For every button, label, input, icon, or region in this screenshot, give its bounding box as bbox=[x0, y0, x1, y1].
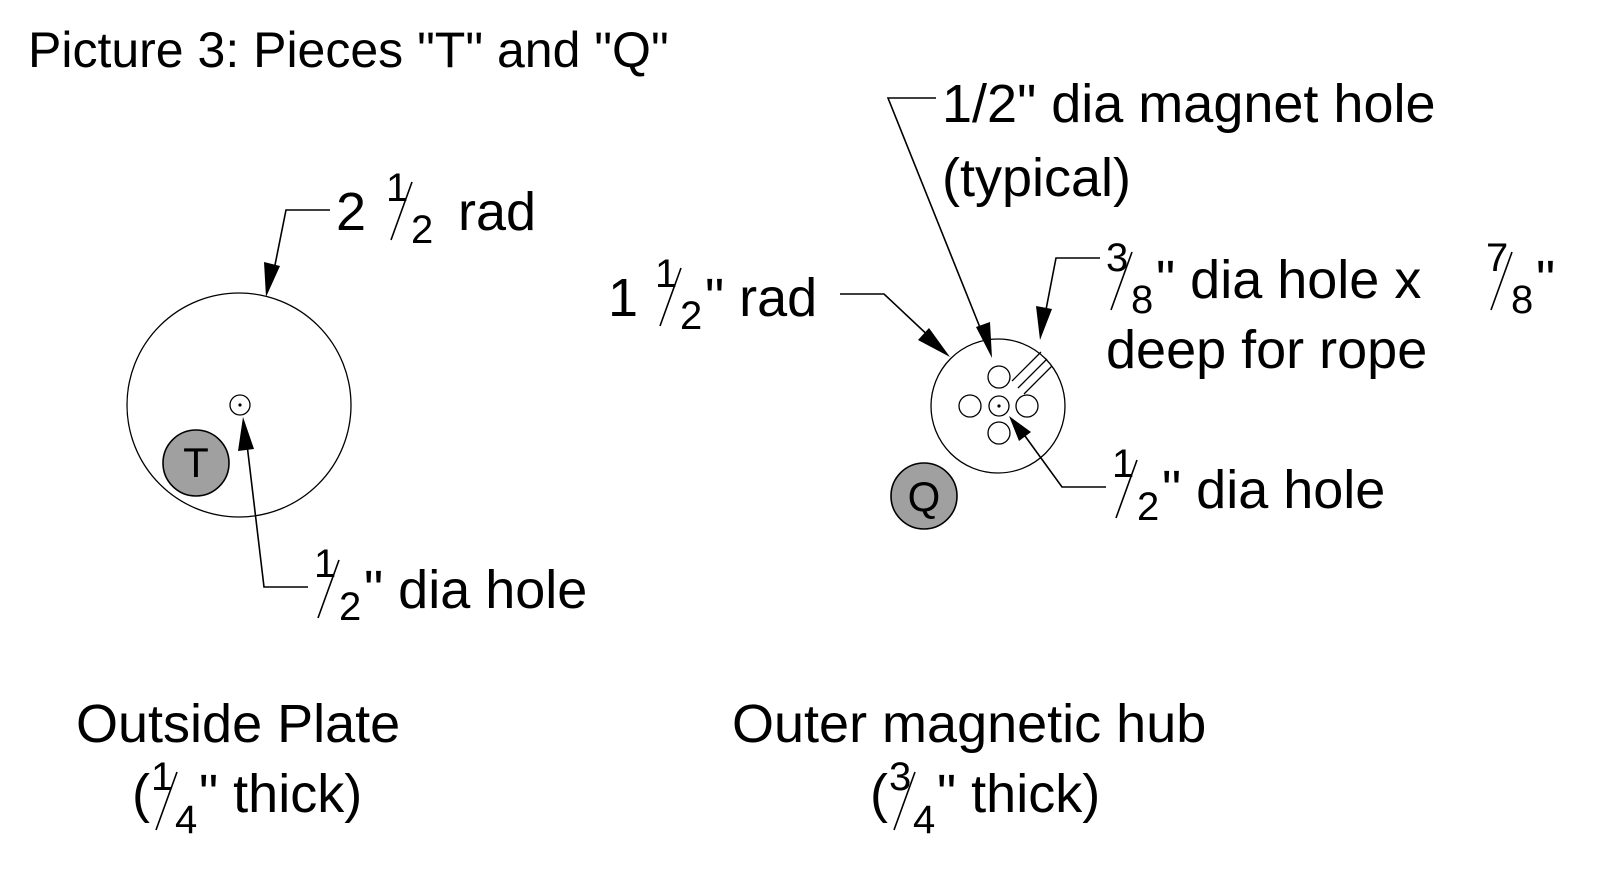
hole-arrowhead-q bbox=[1009, 416, 1031, 441]
hole-leader-t bbox=[238, 417, 308, 588]
hole-suffix-t: " dia hole bbox=[364, 560, 587, 620]
rope-frac2-bar bbox=[1490, 251, 1513, 311]
magnet-label-line1: 1/2" dia magnet hole bbox=[942, 74, 1436, 134]
hole-arrowhead-t bbox=[238, 417, 254, 451]
rope-frac1-bar bbox=[1110, 251, 1133, 311]
piece-q-marker-disc bbox=[890, 462, 958, 530]
radius-whole-q: 1 bbox=[608, 268, 638, 328]
outside-plate-outline bbox=[126, 292, 352, 518]
magnet-leader bbox=[886, 97, 992, 358]
center-mark bbox=[238, 403, 242, 407]
rope-frac1-den: 8 bbox=[1131, 278, 1153, 322]
rope-frac2-den: 8 bbox=[1511, 278, 1533, 322]
rope-end: " bbox=[1536, 250, 1555, 310]
piece-t-marker: T bbox=[162, 429, 230, 497]
radius-frac-num-q: 1 bbox=[655, 252, 677, 296]
radius-leader-q bbox=[840, 293, 950, 357]
rope-hole bbox=[1011, 351, 1053, 395]
hole-suffix-q: " dia hole bbox=[1162, 460, 1385, 520]
thickness-frac-den-q: 4 bbox=[913, 798, 935, 842]
piece-q-marker: Q bbox=[890, 462, 958, 530]
hole-frac-num-q: 1 bbox=[1112, 442, 1134, 486]
piece-t-marker-letter: T bbox=[183, 439, 209, 486]
magnet-hole-bottom bbox=[987, 421, 1011, 445]
magnet-hole-right bbox=[1015, 394, 1039, 418]
rope-frac2-num: 7 bbox=[1486, 236, 1508, 280]
thickness-frac-bar-t bbox=[155, 771, 178, 831]
hole-frac-den-q: 2 bbox=[1137, 485, 1159, 529]
thickness-suffix-t: " thick) bbox=[199, 764, 362, 824]
radius-arrowhead-t bbox=[264, 262, 280, 297]
thickness-label-t: ( 1 4 " thick) bbox=[132, 755, 362, 842]
radius-arrowhead-q bbox=[918, 328, 950, 357]
magnet-hole-left bbox=[958, 394, 982, 418]
radius-frac-bar-q bbox=[659, 267, 682, 327]
rope-arrowhead bbox=[1036, 306, 1052, 340]
rope-middle: " dia hole x bbox=[1156, 250, 1421, 310]
thickness-frac-bar-q bbox=[893, 771, 916, 831]
outer-hub-outline bbox=[930, 338, 1066, 474]
radius-frac-num-t: 1 bbox=[386, 166, 408, 210]
hole-label-t: 1 2 " dia hole bbox=[314, 542, 587, 629]
hub-center-mark bbox=[997, 404, 1001, 408]
piece-t-marker-disc bbox=[162, 429, 230, 497]
piece-t-outside-plate bbox=[126, 292, 352, 518]
piece-q-marker-letter: Q bbox=[908, 473, 941, 520]
rope-leader bbox=[1036, 257, 1100, 340]
hole-frac-bar-q bbox=[1115, 459, 1138, 519]
thickness-open-t: ( bbox=[132, 764, 150, 824]
hub-center-hole bbox=[988, 395, 1010, 417]
radius-label-q: 1 1 2 " rad bbox=[608, 252, 817, 338]
radius-frac-bar-t bbox=[390, 181, 413, 241]
hole-frac-bar-t bbox=[317, 559, 340, 619]
rope-label-line2: deep for rope bbox=[1106, 320, 1427, 380]
rope-label: 3 8 " dia hole x 7 8 " bbox=[1106, 236, 1555, 322]
thickness-frac-num-t: 1 bbox=[151, 755, 173, 799]
hole-frac-den-t: 2 bbox=[339, 585, 361, 629]
radius-suffix-t: rad bbox=[458, 182, 536, 242]
thickness-label-q: ( 3 4 " thick) bbox=[870, 755, 1100, 842]
hole-frac-num-t: 1 bbox=[314, 542, 336, 586]
thickness-frac-den-t: 4 bbox=[175, 798, 197, 842]
caption-outer-magnetic-hub: Outer magnetic hub bbox=[732, 694, 1206, 754]
radius-whole-t: 2 bbox=[336, 182, 366, 242]
piece-q-outer-hub bbox=[930, 338, 1066, 474]
hole-label-q: 1 2 " dia hole bbox=[1112, 442, 1385, 529]
rope-frac1-num: 3 bbox=[1106, 236, 1128, 280]
hole-leader-q bbox=[1009, 416, 1106, 488]
thickness-suffix-q: " thick) bbox=[937, 764, 1100, 824]
radius-suffix-q: " rad bbox=[705, 268, 817, 328]
thickness-open-q: ( bbox=[870, 764, 888, 824]
thickness-frac-num-q: 3 bbox=[889, 755, 911, 799]
center-hole bbox=[229, 394, 251, 416]
magnet-arrowhead bbox=[976, 322, 992, 358]
radius-leader-t bbox=[264, 209, 330, 297]
magnet-hole-top bbox=[987, 365, 1011, 389]
drawing-title: Picture 3: Pieces "T" and "Q" bbox=[28, 22, 669, 78]
magnet-label-line2: (typical) bbox=[942, 148, 1131, 208]
radius-label-t: 2 1 2 rad bbox=[336, 166, 536, 252]
caption-outside-plate: Outside Plate bbox=[76, 694, 400, 754]
radius-frac-den-t: 2 bbox=[411, 208, 433, 252]
radius-frac-den-q: 2 bbox=[680, 294, 702, 338]
